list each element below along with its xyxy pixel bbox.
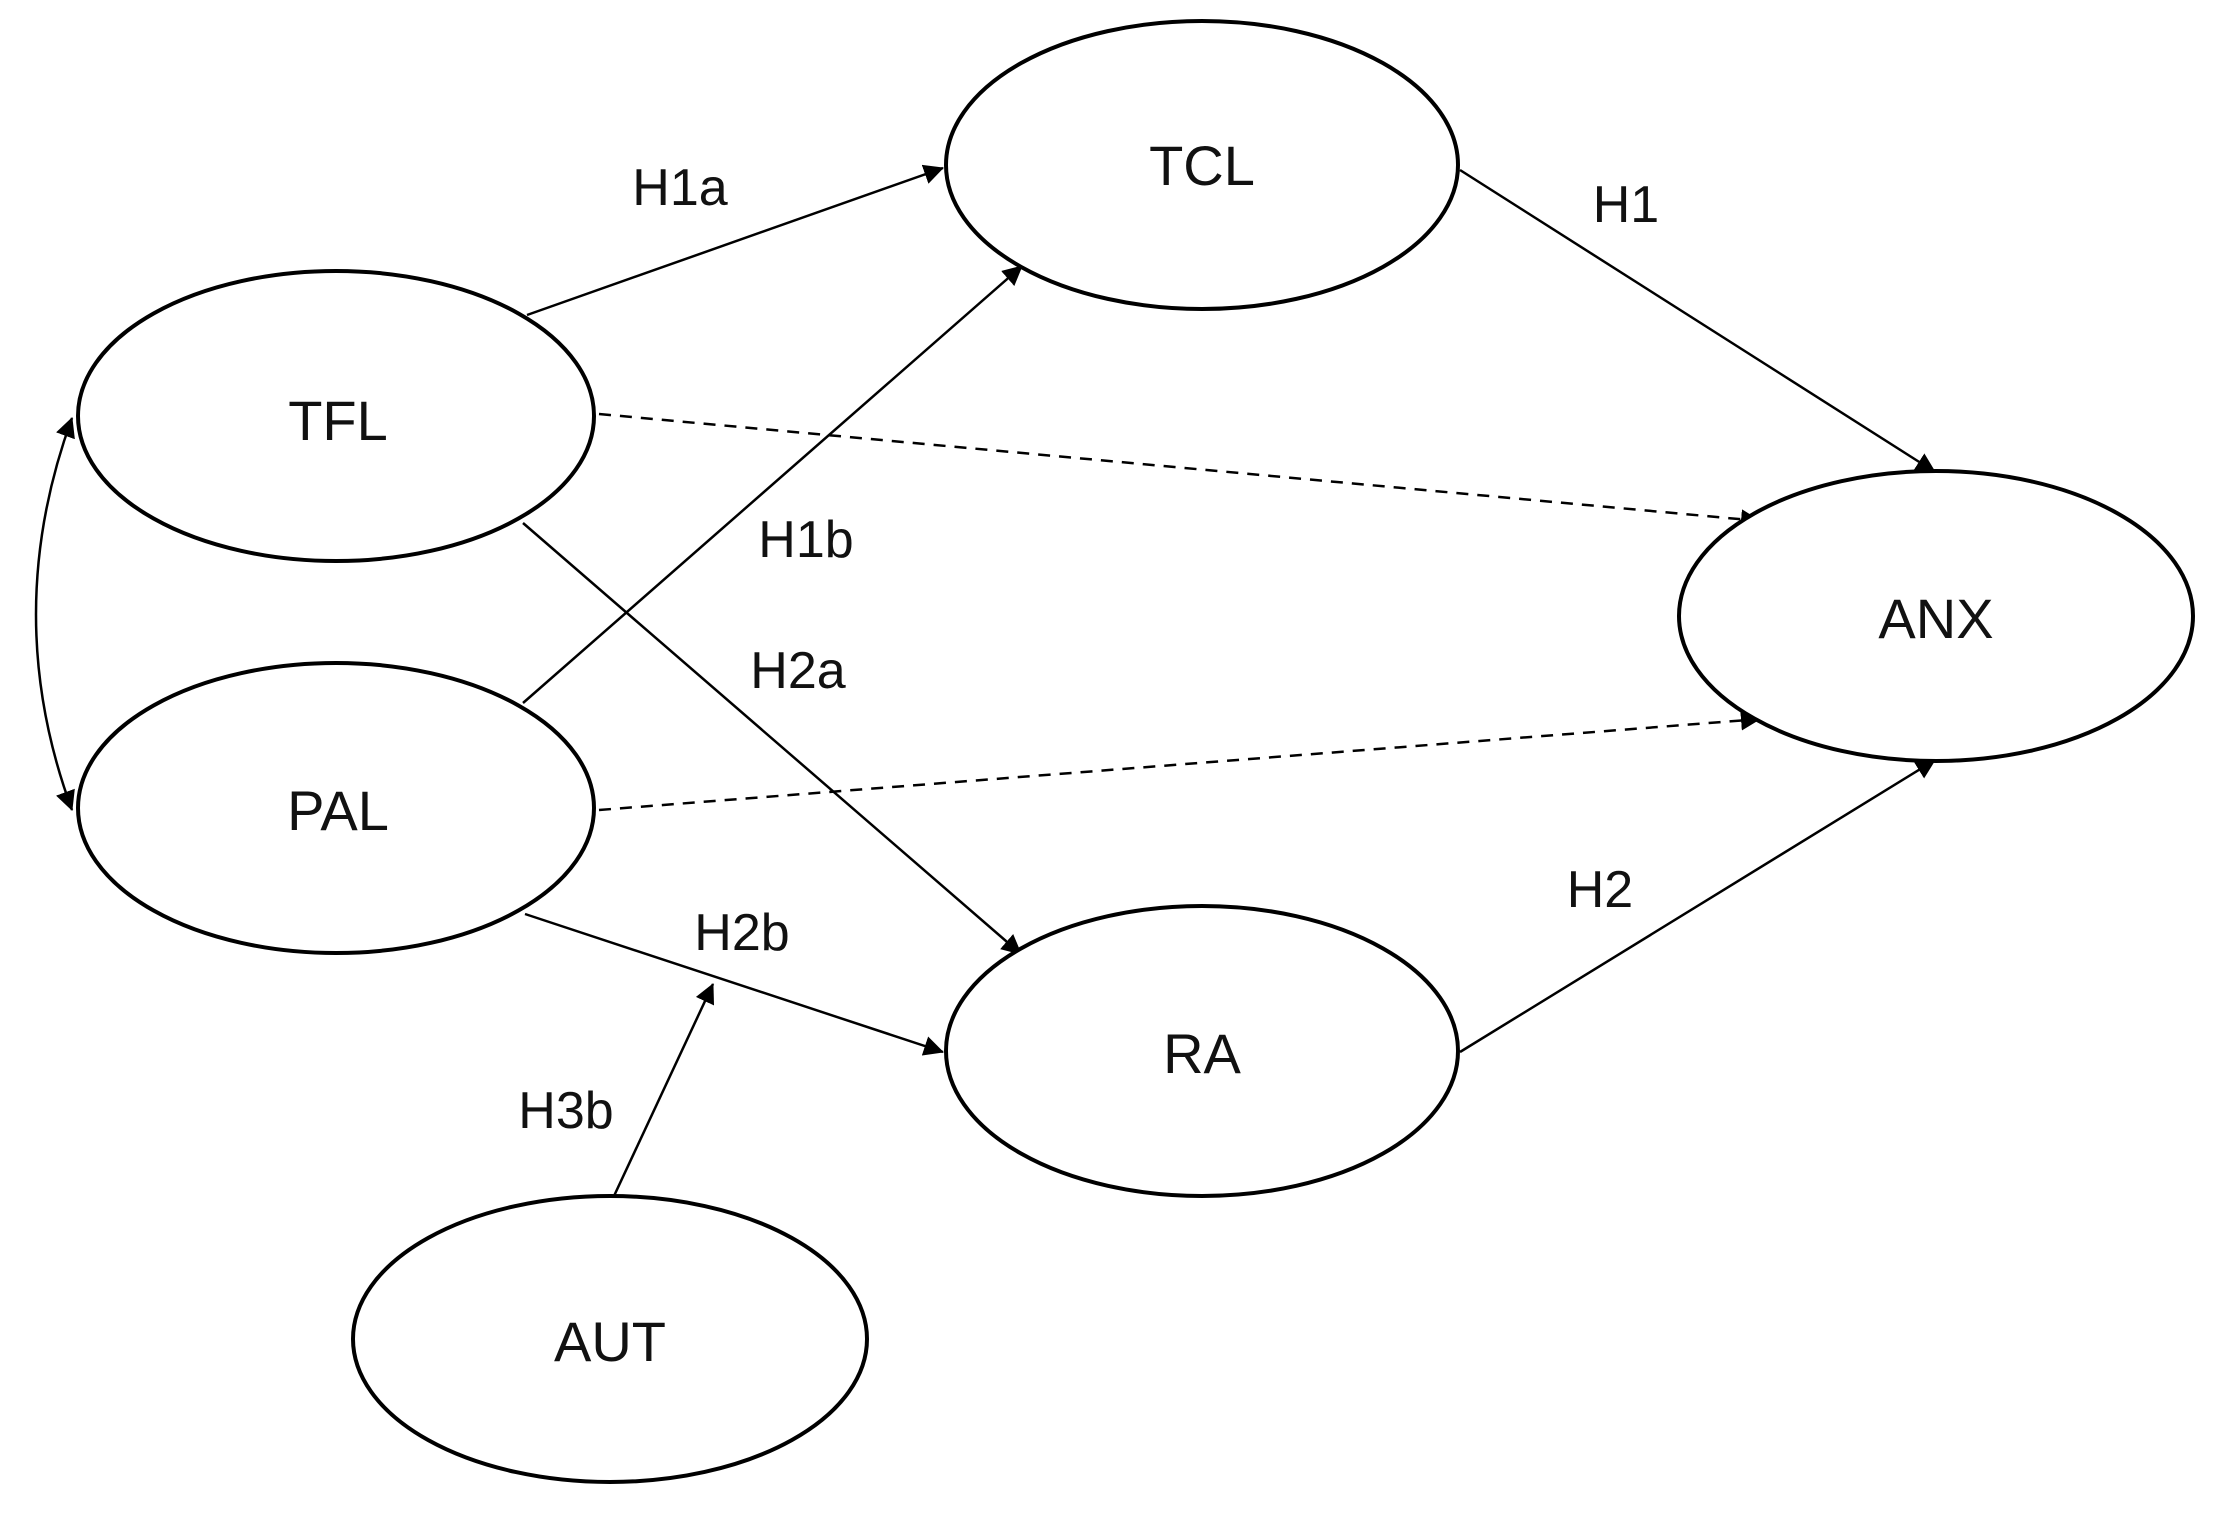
node-tfl-label: TFL bbox=[288, 389, 388, 452]
edge-label-h1: H1 bbox=[1593, 176, 1659, 234]
node-tfl-ellipse bbox=[76, 269, 596, 563]
node-ra: RA bbox=[944, 904, 1460, 1198]
edge-pal-to-tcl bbox=[522, 265, 1023, 704]
node-ra-label: RA bbox=[1163, 1022, 1241, 1085]
node-anx-ellipse bbox=[1677, 469, 2195, 763]
edge-tfl-to-ra bbox=[522, 522, 1022, 955]
edge-pal-to-ra bbox=[524, 912, 944, 1056]
node-tcl-ellipse bbox=[944, 19, 1460, 311]
node-aut-label: AUT bbox=[554, 1310, 666, 1373]
edge-label-h3b: H3b bbox=[518, 1082, 613, 1140]
node-aut: AUT bbox=[351, 1194, 869, 1484]
node-tcl-label: TCL bbox=[1149, 134, 1255, 197]
node-anx-label: ANX bbox=[1878, 587, 1993, 650]
node-pal-label: PAL bbox=[287, 779, 389, 842]
edge-tfl-to-tcl bbox=[526, 164, 944, 317]
edge-tfl-pal-correlation bbox=[34, 417, 75, 811]
edge-label-h2a: H2a bbox=[750, 642, 845, 700]
edge-ra-to-anx bbox=[1459, 758, 1936, 1054]
node-tcl: TCL bbox=[944, 19, 1460, 311]
edge-label-h1b: H1b bbox=[758, 511, 853, 569]
node-ra-ellipse bbox=[944, 904, 1460, 1198]
edge-label-h2: H2 bbox=[1567, 861, 1633, 919]
edge-pal-to-anx-dashed bbox=[598, 710, 1761, 812]
edge-aut-moderation bbox=[612, 983, 715, 1197]
edge-label-h1a: H1a bbox=[632, 159, 727, 217]
node-anx: ANX bbox=[1677, 469, 2195, 763]
node-pal: PAL bbox=[76, 661, 596, 955]
node-aut-ellipse bbox=[351, 1194, 869, 1484]
edge-tcl-to-anx bbox=[1459, 168, 1936, 474]
node-tfl: TFL bbox=[76, 269, 596, 563]
edge-label-h2b: H2b bbox=[694, 904, 789, 962]
node-pal-ellipse bbox=[76, 661, 596, 955]
edge-tfl-to-anx-dashed bbox=[598, 412, 1761, 530]
